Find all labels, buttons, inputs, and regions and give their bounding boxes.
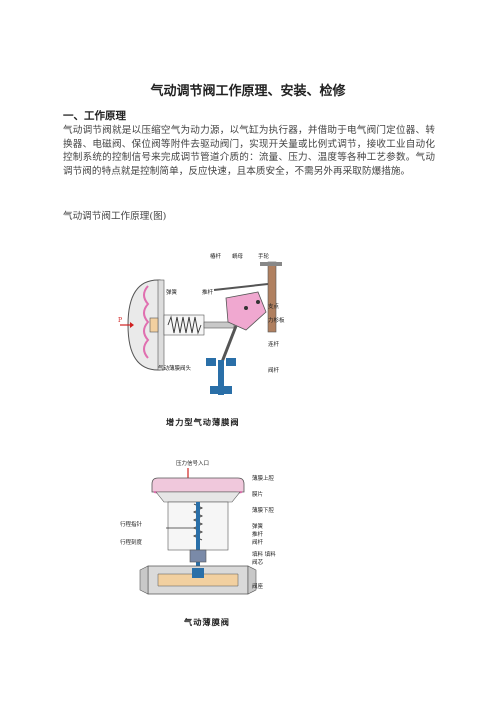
label-plate: 力杉板 — [268, 316, 285, 324]
label-spool: 阀芯 — [252, 558, 264, 566]
label-nut: 蝸母 — [232, 252, 244, 260]
label-lever: 椿杆 — [210, 252, 222, 260]
label-stroke-pointer: 行程指针 — [120, 520, 143, 528]
paragraph-principle: 气动调节阀就是以压缩空气为动力源，以气缸为执行器，并借助于电气阀门定位器、转换器… — [63, 125, 435, 177]
label-input: P — [118, 317, 122, 324]
figure-2-caption: 气动薄膜阀 — [184, 617, 230, 627]
label-push-rod-2: 推杆 — [252, 530, 264, 538]
figure-intro: 气动调节阀工作原理(图) — [63, 211, 167, 222]
section-heading-principle: 一、工作原理 — [63, 110, 126, 122]
label-stroke-scale: 行程刻度 — [120, 538, 143, 546]
figure-1-caption: 增力型气动薄膜阀 — [166, 417, 240, 427]
label-stem: 阀杆 — [268, 366, 280, 374]
label-upper-chamber: 薄膜上腔 — [252, 474, 275, 482]
page-title: 气动调节阀工作原理、安装、检修 — [150, 84, 346, 99]
label-head: 气动薄膜阀头 — [158, 364, 192, 372]
figure-diaphragm-valve: 压力信号入口 薄膜上腔 膜片 薄膜下腔 行程指针 行程刻度 弹簧 推杆 阀杆 填… — [120, 459, 276, 595]
label-fulcrum: 支点 — [268, 302, 280, 310]
label-membrane: 膜片 — [252, 490, 263, 498]
label-seat: 阀座 — [252, 582, 264, 590]
label-signal-inlet: 压力信号入口 — [176, 459, 209, 467]
label-spring: 弹簧 — [166, 288, 178, 296]
label-spring-2: 弹簧 — [252, 522, 264, 530]
label-packing: 填料 填料 — [252, 550, 276, 558]
label-stem-2: 阀杆 — [252, 538, 264, 546]
label-lower-chamber: 薄膜下腔 — [252, 506, 275, 514]
label-push-rod: 推杆 — [202, 288, 214, 296]
figure-amplified-diaphragm-valve: 椿杆 蝸母 手轮 弹簧 推杆 支点 力杉板 连杆 气动薄膜阀头 阀杆 P — [118, 252, 285, 395]
label-handwheel: 手轮 — [258, 252, 270, 260]
label-link: 连杆 — [268, 340, 280, 348]
